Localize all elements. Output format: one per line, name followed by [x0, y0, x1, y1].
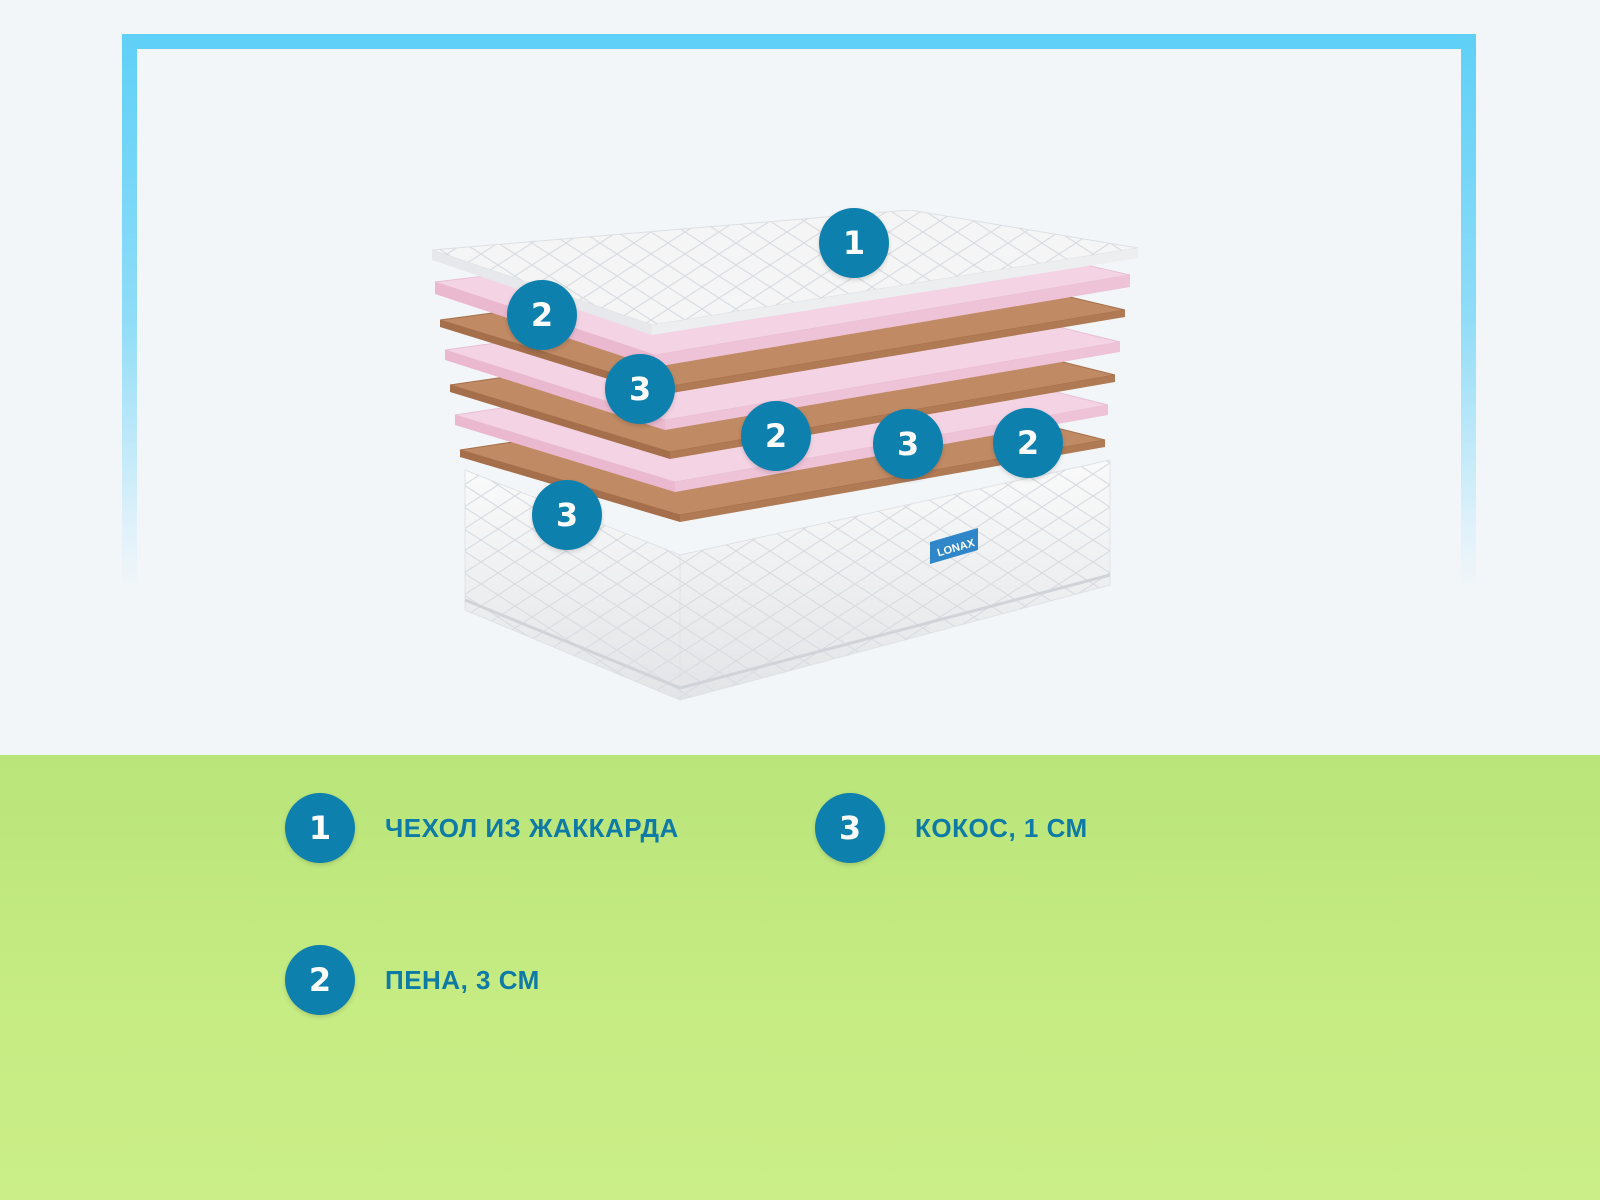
diagram-badge-foam-3: 2: [993, 408, 1063, 478]
frame-left-bar: [122, 34, 137, 594]
legend-badge: 1: [285, 793, 355, 863]
diagram-badge-coconut-1: 3: [605, 354, 675, 424]
legend-label: КОКОС, 1 СМ: [915, 812, 1088, 843]
legend-badge: 3: [815, 793, 885, 863]
decorative-frame: [122, 34, 1476, 594]
diagram-badge-cover: 1: [819, 208, 889, 278]
legend-label: ЧЕХОЛ ИЗ ЖАККАРДА: [385, 812, 679, 843]
base-block: [464, 459, 1111, 701]
legend-item-coconut: 3 КОКОС, 1 СМ: [815, 793, 1088, 863]
legend-item-foam: 2 ПЕНА, 3 СМ: [285, 945, 540, 1015]
diagram-badge-coconut-3: 3: [532, 480, 602, 550]
legend-area: 1 ЧЕХОЛ ИЗ ЖАККАРДА 2 ПЕНА, 3 СМ 3 КОКОС…: [0, 755, 1600, 1200]
diagram-badge-foam-1: 2: [507, 280, 577, 350]
frame-right-bar: [1461, 34, 1476, 594]
legend-badge: 2: [285, 945, 355, 1015]
diagram-badge-foam-2: 2: [741, 401, 811, 471]
diagram-badge-coconut-2: 3: [873, 409, 943, 479]
frame-top-bar: [122, 34, 1476, 49]
legend-item-cover: 1 ЧЕХОЛ ИЗ ЖАККАРДА: [285, 793, 679, 863]
diagram-area: LONAX: [122, 34, 1476, 701]
layer-jacquard-cover: [431, 210, 1139, 335]
legend-label: ПЕНА, 3 СМ: [385, 964, 540, 995]
